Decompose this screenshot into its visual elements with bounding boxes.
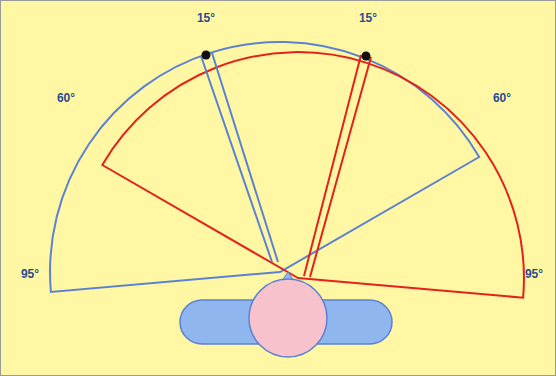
angle-label: 60° [57,92,75,104]
blue-visual-field [50,42,479,292]
angle-label: 95° [525,268,543,280]
angle-label: 15° [359,12,377,24]
blue-focus-wedge [201,53,278,262]
red-focus-wedge [304,55,371,277]
angle-label: 95° [21,268,39,280]
focus-dot [362,52,371,61]
red-visual-field [102,52,524,298]
focus-dot [202,51,211,60]
head [249,279,327,357]
angle-label: 15° [197,12,215,24]
angle-label: 60° [493,92,511,104]
